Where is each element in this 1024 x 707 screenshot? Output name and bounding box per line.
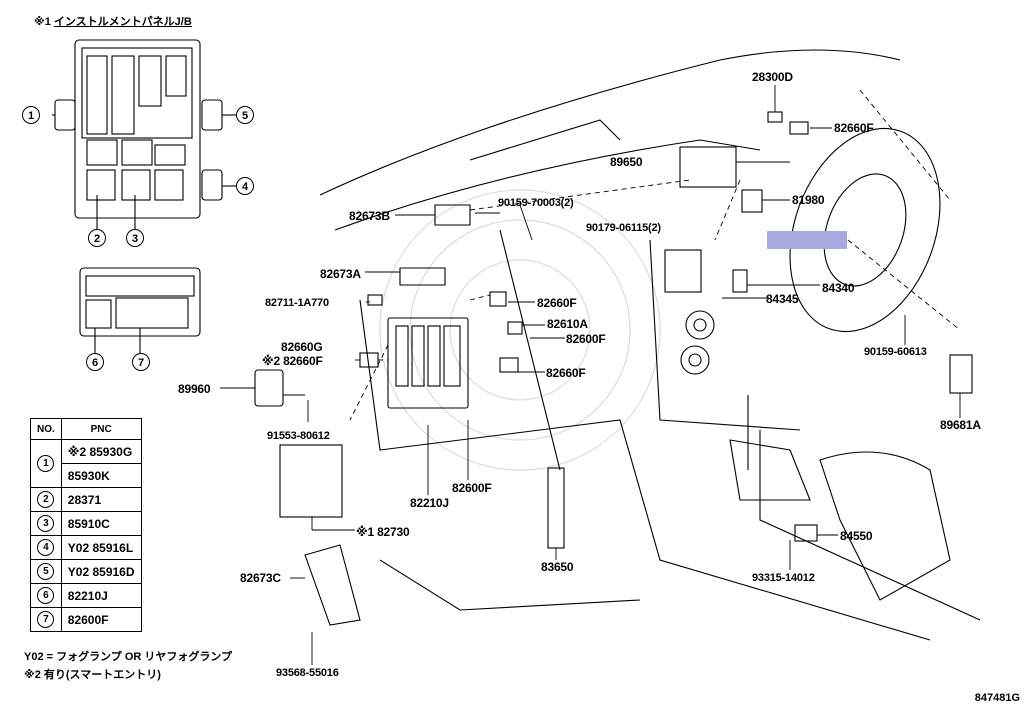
callout-5: 5	[236, 106, 254, 124]
pnc-no: 7	[37, 611, 55, 628]
part-label-90159-70003[interactable]: 90159-70003(2)	[498, 197, 574, 209]
callout-4: 4	[236, 177, 254, 195]
table-row: 2 28371	[30, 487, 142, 512]
part-label-82210j[interactable]: 82210J	[410, 496, 449, 510]
junction-block-top-view	[52, 39, 236, 230]
pnc-header-no: NO.	[30, 418, 62, 440]
jb-title: ※1 インストルメントパネルJ/B	[34, 13, 192, 29]
callout-3: 3	[126, 229, 144, 247]
table-row: 5 Y02 85916D	[30, 559, 142, 584]
part-label-82600f-a[interactable]: 82600F	[566, 332, 606, 346]
pnc-no-cell: 2	[30, 487, 62, 512]
footnote-y02: Y02 = フォグランプ OR リヤフォグランプ	[24, 651, 233, 663]
pnc-value[interactable]: 85930K	[60, 463, 142, 488]
leader-lines	[220, 85, 961, 665]
pnc-no: 2	[37, 491, 55, 508]
part-label-84345[interactable]: 84345	[766, 292, 799, 306]
part-label-83650[interactable]: 83650	[541, 560, 574, 574]
part-label-82730[interactable]: ※1 82730	[356, 525, 410, 539]
drawing-code: 847481G	[974, 692, 1020, 704]
part-label-28300d[interactable]: 28300D	[752, 70, 793, 84]
pnc-no-cell: 1	[30, 439, 62, 488]
callout-1: 1	[22, 106, 40, 124]
pnc-value[interactable]: 85910C	[60, 511, 142, 536]
table-row: 1 ※2 85930G	[30, 439, 142, 488]
part-label-82600f-b[interactable]: 82600F	[452, 481, 492, 495]
part-label-93315-14012[interactable]: 93315-14012	[752, 572, 815, 584]
table-row: 6 82210J	[30, 583, 142, 608]
pnc-table: NO. PNC 1 ※2 85930G 85930K 2 28371 3 859…	[30, 418, 142, 632]
parts	[254, 111, 973, 626]
part-label-90179-06115[interactable]: 90179-06115(2)	[586, 222, 661, 234]
part-label-82660f-note[interactable]: ※2 82660F	[262, 354, 323, 368]
highlighted-part-marker	[767, 231, 847, 249]
part-label-91553-80612[interactable]: 91553-80612	[267, 430, 330, 442]
pnc-no-cell: 6	[30, 583, 62, 608]
part-label-93568-55016[interactable]: 93568-55016	[276, 667, 339, 679]
part-label-82673b[interactable]: 82673B	[349, 209, 390, 223]
pnc-no-cell: 3	[30, 511, 62, 536]
jb-title-mark: ※1	[34, 16, 51, 28]
pnc-no: 4	[37, 539, 55, 556]
part-label-89681a[interactable]: 89681A	[940, 418, 981, 432]
jb-title-text: インストルメントパネルJ/B	[53, 16, 192, 28]
part-label-82660f-a[interactable]: 82660F	[537, 296, 577, 310]
pnc-no: 3	[37, 515, 55, 532]
table-row: 85930K	[31, 463, 142, 488]
pnc-no: 6	[37, 587, 55, 604]
dashed-leaders	[349, 89, 961, 421]
footnote-smart-entry: ※2 有り(スマートエントリ)	[24, 669, 161, 681]
pnc-value[interactable]: Y02 85916L	[60, 535, 142, 560]
part-label-82610a[interactable]: 82610A	[547, 317, 588, 331]
watermark	[379, 189, 661, 471]
pnc-no-cell: 4	[30, 535, 62, 560]
dashboard-outline	[319, 49, 981, 641]
table-row: 7 82600F	[30, 607, 142, 632]
part-label-89960[interactable]: 89960	[178, 382, 211, 396]
part-label-89650[interactable]: 89650	[610, 155, 643, 169]
part-label-84340[interactable]: 84340	[822, 281, 855, 295]
part-label-82660f-top[interactable]: 82660F	[834, 121, 874, 135]
part-label-82660f-b[interactable]: 82660F	[546, 366, 586, 380]
part-label-82660g[interactable]: 82660G	[281, 340, 323, 354]
callout-6: 6	[86, 353, 104, 371]
part-label-82673a[interactable]: 82673A	[320, 267, 361, 281]
part-label-82673c[interactable]: 82673C	[240, 571, 281, 585]
part-label-82711-1a770[interactable]: 82711-1A770	[265, 297, 329, 309]
pnc-value[interactable]: 28371	[60, 487, 142, 512]
pnc-value[interactable]: 82600F	[60, 607, 142, 632]
pnc-no: 5	[37, 563, 55, 580]
pnc-no: 1	[37, 455, 55, 472]
pnc-no-cell: 5	[30, 559, 62, 584]
part-label-81980[interactable]: 81980	[792, 193, 825, 207]
table-row: 3 85910C	[30, 511, 142, 536]
table-row: 4 Y02 85916L	[30, 535, 142, 560]
junction-block-bottom-view	[79, 267, 201, 353]
pnc-value[interactable]: 82210J	[60, 583, 142, 608]
pnc-header-pnc: PNC	[60, 418, 142, 440]
callout-2: 2	[88, 229, 106, 247]
pnc-table-header: NO. PNC	[30, 418, 142, 440]
pnc-no-cell: 7	[30, 607, 62, 632]
part-label-84550[interactable]: 84550	[840, 529, 873, 543]
pnc-value[interactable]: ※2 85930G	[60, 439, 142, 464]
pnc-value[interactable]: Y02 85916D	[60, 559, 142, 584]
part-label-90159-60613[interactable]: 90159-60613	[864, 346, 927, 358]
callout-7: 7	[132, 353, 150, 371]
